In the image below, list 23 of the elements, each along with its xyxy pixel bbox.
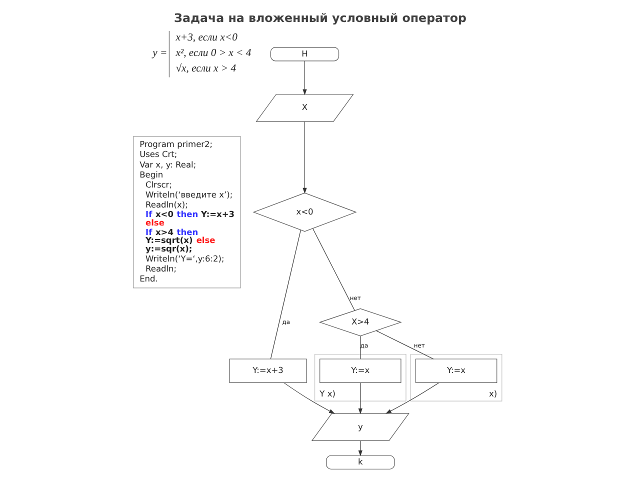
node-diamond: x<0: [252, 192, 357, 232]
arrow: [284, 382, 335, 414]
diagram-title: Задача на вложенный условный оператор: [174, 11, 466, 26]
connector: [312, 228, 355, 311]
connector: [270, 230, 302, 360]
label: x+3, если x<0: [176, 32, 238, 44]
label: √x, если x > 4: [176, 64, 236, 75]
node-box: Y:=x: [415, 358, 498, 383]
arrow: [302, 121, 307, 194]
node-diamond: X>4: [318, 308, 402, 336]
arrow: [358, 382, 362, 414]
label: x², если 0 > x < 4: [176, 48, 252, 60]
node-box: Program primer2; Uses Crt; Var x, y: Real; Begin Clrscr; Writeln(‘введите x’); Readln(x); If x<0 then Y:=x+3 else If x>4 then Y:=sqrt(x) else y:=sqr(x); Writeln(‘Y=‘,y:6:2); Readln; End.: [133, 136, 241, 288]
label: y =: [152, 48, 168, 60]
node-box: Y:=x+3: [229, 358, 307, 383]
arrow: [358, 440, 362, 456]
connector: [360, 336, 361, 360]
arrow: [302, 60, 307, 96]
arrow: [386, 382, 440, 414]
node-box: Н: [270, 47, 340, 62]
connector: [376, 330, 434, 360]
node-box: k: [326, 455, 395, 470]
node-box: Y:=x: [320, 358, 402, 383]
